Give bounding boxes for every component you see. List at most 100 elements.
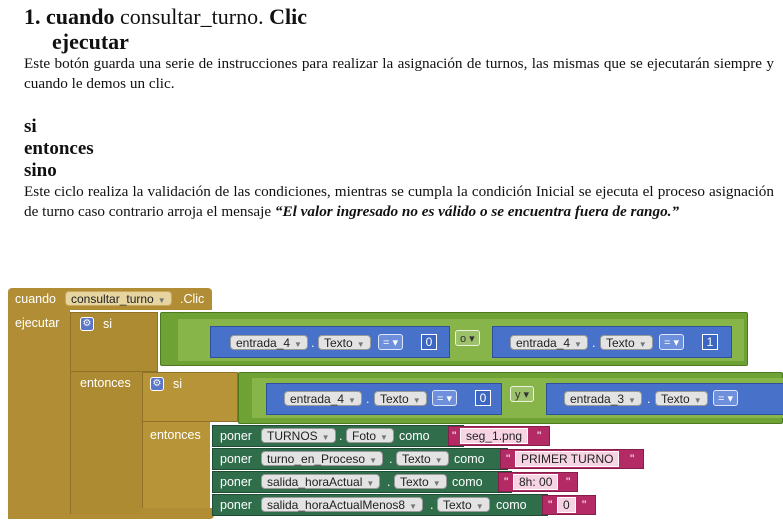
event-component-dropdown[interactable]: consultar_turno▼ <box>65 291 172 306</box>
or-left-value[interactable]: 0 <box>421 334 437 350</box>
dropdown-arrow-icon: ▼ <box>157 296 166 305</box>
dropdown-arrow-icon: ▼ <box>356 340 365 349</box>
or-left-component-dropdown[interactable]: entrada_4▼ <box>230 335 308 350</box>
setter-1-value[interactable]: seg_1.png <box>460 428 529 444</box>
and-left-value[interactable]: 0 <box>475 390 491 406</box>
if2-then-label: entonces <box>150 428 201 442</box>
paragraph-2-quote: “El valor ingresado no es válido o se en… <box>274 203 680 220</box>
setter-3-component-label: salida_horaActual <box>267 475 363 489</box>
if1-gear-icon[interactable]: ⚙ <box>80 317 94 331</box>
and-right-op-dropdown[interactable]: = ▾ <box>713 390 739 406</box>
or-left-component-label: entrada_4 <box>236 336 291 350</box>
blocks-diagram: cuando consultar_turno▼ .Clic ejecutar ⚙… <box>0 288 783 527</box>
paragraph-2: Este ciclo realiza la validación de las … <box>24 182 774 222</box>
setter-3-como: como <box>452 475 483 489</box>
or-left-prop-label: Texto <box>324 336 353 350</box>
quote-open: " <box>506 452 511 466</box>
setter-1-poner: poner <box>220 429 252 443</box>
and-right-component-dropdown[interactable]: entrada_3▼ <box>564 391 642 406</box>
heading-second-line: ejecutar <box>52 29 129 54</box>
setter-3-poner: poner <box>220 475 252 489</box>
dot-separator: . <box>647 392 651 406</box>
if2-gear-icon[interactable]: ⚙ <box>150 377 164 391</box>
or-right-component-dropdown[interactable]: entrada_4▼ <box>510 335 588 350</box>
dropdown-arrow-icon: ▼ <box>434 456 443 465</box>
dot-separator: . <box>366 392 370 406</box>
heading-number: 1. <box>24 4 41 29</box>
dropdown-arrow-icon: ▼ <box>380 433 388 442</box>
or-right-component-label: entrada_4 <box>516 336 571 350</box>
or-right-op-label: = <box>664 337 671 349</box>
dot-separator: . <box>311 336 315 350</box>
keyword-si: si <box>24 116 37 137</box>
if1-then-label: entonces <box>80 376 131 390</box>
keyword-sino: sino <box>24 160 57 181</box>
if1-si-label: si <box>103 317 113 331</box>
setter-3-value[interactable]: 8h: 00 <box>513 474 559 490</box>
paragraph-1: Este botón guarda una serie de instrucci… <box>24 55 774 92</box>
dropdown-arrow-icon: ▼ <box>628 396 636 405</box>
section-heading: 1. cuando consultar_turno. Clic <box>24 5 307 29</box>
and-left-prop-label: Texto <box>380 392 409 406</box>
or-left-prop-dropdown[interactable]: Texto▼ <box>318 335 371 350</box>
keyword-entonces: entonces <box>24 138 94 159</box>
paragraph-2-text: Este ciclo realiza la validación de las … <box>24 183 774 220</box>
setter-4-value[interactable]: 0 <box>557 497 576 513</box>
event-name-label: .Clic <box>180 292 205 306</box>
setter-3-prop-dropdown[interactable]: Texto▼ <box>394 474 447 489</box>
quote-close: " <box>537 429 542 443</box>
and-left-prop-dropdown[interactable]: Texto▼ <box>374 391 427 406</box>
setter-4-prop-label: Texto <box>443 498 472 512</box>
setter-1-como: como <box>399 429 430 443</box>
or-logic-dropdown[interactable]: o ▾ <box>455 330 480 346</box>
or-right-value[interactable]: 1 <box>702 334 718 350</box>
if2-si-label: si <box>173 377 183 391</box>
and-right-component-label: entrada_3 <box>570 392 625 406</box>
and-right-prop-dropdown[interactable]: Texto▼ <box>655 391 708 406</box>
and-left-op-label: = <box>437 393 444 405</box>
heading-action: Clic <box>269 4 307 29</box>
setter-3-component-dropdown[interactable]: salida_horaActual▼ <box>261 474 381 489</box>
dropdown-arrow-icon: ▼ <box>475 502 484 511</box>
event-ejecutar-label: ejecutar <box>15 316 60 330</box>
setter-2-poner: poner <box>220 452 252 466</box>
setter-2-component-dropdown[interactable]: turno_en_Proceso▼ <box>261 451 383 466</box>
quote-open: " <box>548 498 553 512</box>
or-right-op-dropdown[interactable]: = ▾ <box>659 334 685 350</box>
and-right-op-label: = <box>718 393 725 405</box>
event-component-label: consultar_turno <box>71 292 154 306</box>
if2-left-rail <box>142 422 210 508</box>
or-left-op-dropdown[interactable]: = ▾ <box>378 334 404 350</box>
dropdown-arrow-icon: ▼ <box>409 502 418 511</box>
setter-4-poner: poner <box>220 498 252 512</box>
setter-2-value[interactable]: PRIMER TURNO <box>515 451 620 467</box>
dropdown-arrow-icon: ▼ <box>321 433 330 442</box>
if1-left-rail <box>70 372 142 514</box>
setter-1-component-dropdown[interactable]: TURNOS▼ <box>261 428 336 443</box>
dropdown-arrow-icon: ▼ <box>369 456 377 465</box>
quote-open: " <box>452 429 457 443</box>
dot-separator: . <box>592 336 596 350</box>
and-left-op-dropdown[interactable]: = ▾ <box>432 390 458 406</box>
setter-1-prop-dropdown[interactable]: Foto▼ <box>346 428 394 443</box>
setter-1-component-label: TURNOS <box>267 429 318 443</box>
quote-close: " <box>566 475 571 489</box>
quote-open: " <box>504 475 509 489</box>
setter-4-prop-dropdown[interactable]: Texto▼ <box>437 497 490 512</box>
setter-2-prop-label: Texto <box>402 452 431 466</box>
setter-2-prop-dropdown[interactable]: Texto▼ <box>396 451 449 466</box>
heading-component: consultar_turno. <box>119 4 264 29</box>
and-logic-label: y <box>515 389 521 401</box>
setter-2-dot: . <box>389 452 393 466</box>
dropdown-arrow-icon: ▼ <box>693 396 702 405</box>
dropdown-arrow-icon: ▼ <box>348 396 356 405</box>
setter-3-dot: . <box>387 475 391 489</box>
dropdown-arrow-icon: ▼ <box>574 340 582 349</box>
quote-close: " <box>582 498 587 512</box>
setter-4-component-label: salida_horaActualMenos8 <box>267 498 406 512</box>
setter-4-component-dropdown[interactable]: salida_horaActualMenos8▼ <box>261 497 424 512</box>
dropdown-arrow-icon: ▼ <box>294 340 302 349</box>
or-right-prop-dropdown[interactable]: Texto▼ <box>600 335 653 350</box>
and-logic-dropdown[interactable]: y ▾ <box>510 386 535 402</box>
and-left-component-dropdown[interactable]: entrada_4▼ <box>284 391 362 406</box>
